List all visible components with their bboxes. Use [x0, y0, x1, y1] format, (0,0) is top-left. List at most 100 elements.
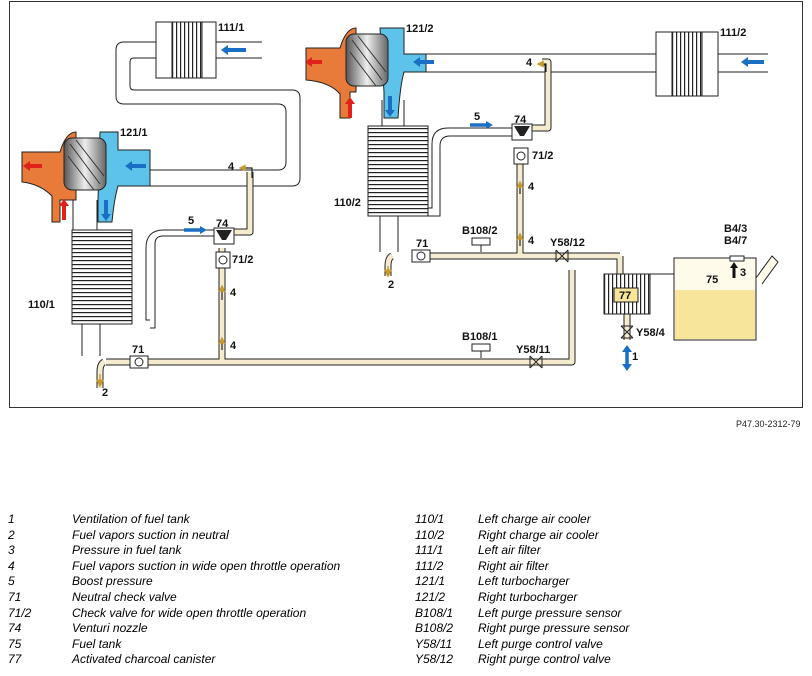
label-flow-4-b: 4 — [230, 340, 237, 352]
legend-text: Activated charcoal canister — [72, 652, 216, 667]
venturi-nozzle-left — [213, 227, 235, 245]
legend-item: Y58/12 Right purge control valve — [415, 652, 812, 668]
legend-key: 121/1 — [415, 574, 446, 589]
intake-ducts — [72, 41, 768, 230]
purge-control-valve-right — [555, 249, 569, 263]
legend-key: 110/1 — [415, 512, 445, 526]
legend-key: B108/1 — [415, 605, 454, 620]
check-valve-right — [513, 147, 529, 165]
label-flow-4-top-left: 4 — [228, 161, 235, 173]
charge-air-cooler-right — [367, 125, 429, 217]
label-flow-3: 3 — [740, 267, 746, 279]
canister-valve — [620, 325, 634, 339]
legend-key: 1 — [8, 512, 15, 526]
purge-control-valve-left — [529, 355, 543, 369]
legend-text: Boost pressure — [72, 574, 153, 589]
label-venturi-left: 74 — [216, 218, 229, 230]
legend-item: 71 Neutral check valve — [8, 590, 408, 606]
venturi-nozzle-right — [511, 123, 533, 141]
label-tank-sensor-b: B4/7 — [724, 235, 747, 247]
legend-text: Right purge control valve — [478, 652, 611, 667]
figure-id: P47.30-2312-79 — [736, 419, 801, 429]
legend-key: 110/2 — [415, 527, 445, 542]
legend-item: 4 Fuel vapors suction in wide open thrott… — [8, 559, 408, 575]
legend-key: 74 — [8, 621, 22, 636]
legend-key: 5 — [8, 574, 15, 589]
label-valve-right: Y58/12 — [550, 237, 585, 249]
legend-key: Y58/12 — [415, 652, 454, 667]
legend-key: 121/2 — [415, 589, 446, 604]
legend-key: B108/2 — [415, 621, 454, 636]
legend-text: Left purge control valve — [478, 636, 603, 651]
legend-text: Ventilation of fuel tank — [72, 512, 190, 526]
label-flow-4-top-right: 4 — [526, 57, 533, 69]
legend-text: Fuel vapors suction in neutral — [72, 527, 229, 542]
legend-item: 75 Fuel tank — [8, 637, 408, 653]
legend-text: Venturi nozzle — [72, 621, 148, 636]
legend-item: B108/2 Right purge pressure sensor — [415, 621, 812, 637]
legend-text: Right turbocharger — [478, 589, 578, 604]
label-flow-2-left: 2 — [102, 387, 108, 399]
check-valve-left — [215, 251, 231, 269]
neutral-check-valve-right — [411, 249, 431, 263]
legend-text: Check valve for wide open throttle opera… — [72, 605, 307, 620]
legend-text: Right purge pressure sensor — [478, 621, 630, 636]
label-cooler-left: 110/1 — [28, 299, 55, 311]
legend-item: 2 Fuel vapors suction in neutral — [8, 528, 408, 544]
diagram-labels: 111/1 111/2 121/1 121/2 110/1 110/2 74 7… — [28, 22, 747, 399]
turbocharger-right — [305, 27, 427, 119]
legend-item: 74 Venturi nozzle — [8, 621, 408, 637]
label-neutral-left: 71 — [132, 344, 144, 356]
label-turbo-right: 121/2 — [406, 23, 434, 35]
legend-text: Left purge pressure sensor — [478, 605, 622, 620]
legend-key: 77 — [8, 652, 22, 667]
legend-key: 2 — [8, 527, 15, 542]
label-check-left: 71/2 — [232, 254, 253, 266]
legend-text: Left turbocharger — [478, 574, 570, 589]
legend-key: 111/1 — [415, 543, 444, 558]
label-flow-4-c: 4 — [528, 181, 535, 193]
legend-key: 75 — [8, 636, 22, 651]
legend-item: 77 Activated charcoal canister — [8, 652, 408, 668]
legend-item: 121/2 Right turbocharger — [415, 590, 812, 606]
label-check-right: 71/2 — [532, 150, 553, 162]
turbocharger-left — [21, 131, 151, 223]
label-flow-4-d: 4 — [528, 235, 535, 247]
legend-text: Right charge air cooler — [478, 527, 599, 542]
label-turbo-left: 121/1 — [120, 127, 148, 139]
legend-item: 110/2 Right charge air cooler — [415, 528, 812, 544]
evap-system-diagram: 111/1 111/2 121/1 121/2 110/1 110/2 74 7… — [9, 1, 803, 408]
purge-pressure-sensor-right — [471, 237, 491, 252]
legend-item: 121/1 Left turbocharger — [415, 574, 812, 590]
label-sensor-left: B108/1 — [462, 331, 497, 343]
legend-item: Y58/11 Left purge control valve — [415, 637, 812, 653]
legend-key: Y58/11 — [415, 636, 453, 651]
label-tank-sensor-a: B4/3 — [724, 223, 747, 235]
label-flow-4-a: 4 — [230, 287, 237, 299]
fuel-tank — [650, 255, 779, 341]
legend-item: 71/2 Check valve for wide open throttle o… — [8, 606, 408, 622]
charge-air-cooler-left — [71, 229, 133, 325]
label-tank: 75 — [706, 274, 718, 286]
legend-text: Right air filter — [478, 558, 549, 573]
purge-pressure-sensor-left — [471, 343, 491, 358]
legend-key: 3 — [8, 543, 15, 558]
legend-item: 5 Boost pressure — [8, 574, 408, 590]
legend-key: 71 — [8, 589, 22, 604]
legend-key: 71/2 — [8, 605, 32, 620]
legend-item: 111/1 Left air filter — [415, 543, 812, 559]
legend-item: B108/1 Left purge pressure sensor — [415, 606, 812, 622]
legend-text: Left air filter — [478, 543, 541, 558]
legend-text: Neutral check valve — [72, 589, 177, 604]
neutral-check-valve-left — [129, 355, 149, 369]
air-filter-right — [655, 31, 719, 97]
legend-text: Fuel tank — [72, 636, 122, 651]
legend-key: 4 — [8, 558, 15, 573]
legend-item: 111/2 Right air filter — [415, 559, 812, 575]
legend-text: Fuel vapors suction in wide open throttl… — [72, 558, 341, 573]
label-air-filter-left: 111/1 — [218, 22, 244, 34]
legend-key: 111/2 — [415, 558, 444, 573]
